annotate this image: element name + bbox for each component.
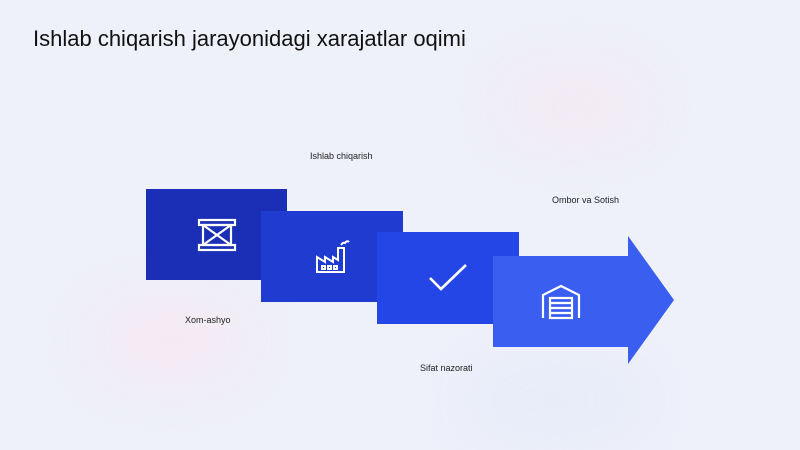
step-label-quality-control: Sifat nazorati [420, 363, 473, 373]
page-title: Ishlab chiqarish jarayonidagi xarajatlar… [33, 26, 466, 51]
warehouse-icon [541, 284, 580, 319]
checkmark-icon [429, 264, 467, 291]
factory-icon [316, 239, 350, 273]
step-label-production: Ishlab chiqarish [310, 151, 373, 161]
warehouse-icon-wrap [493, 256, 628, 347]
step-label-raw-material: Xom-ashyo [185, 315, 231, 325]
step-label-warehouse-sales: Ombor va Sotish [552, 195, 620, 205]
crate-icon [197, 218, 236, 251]
